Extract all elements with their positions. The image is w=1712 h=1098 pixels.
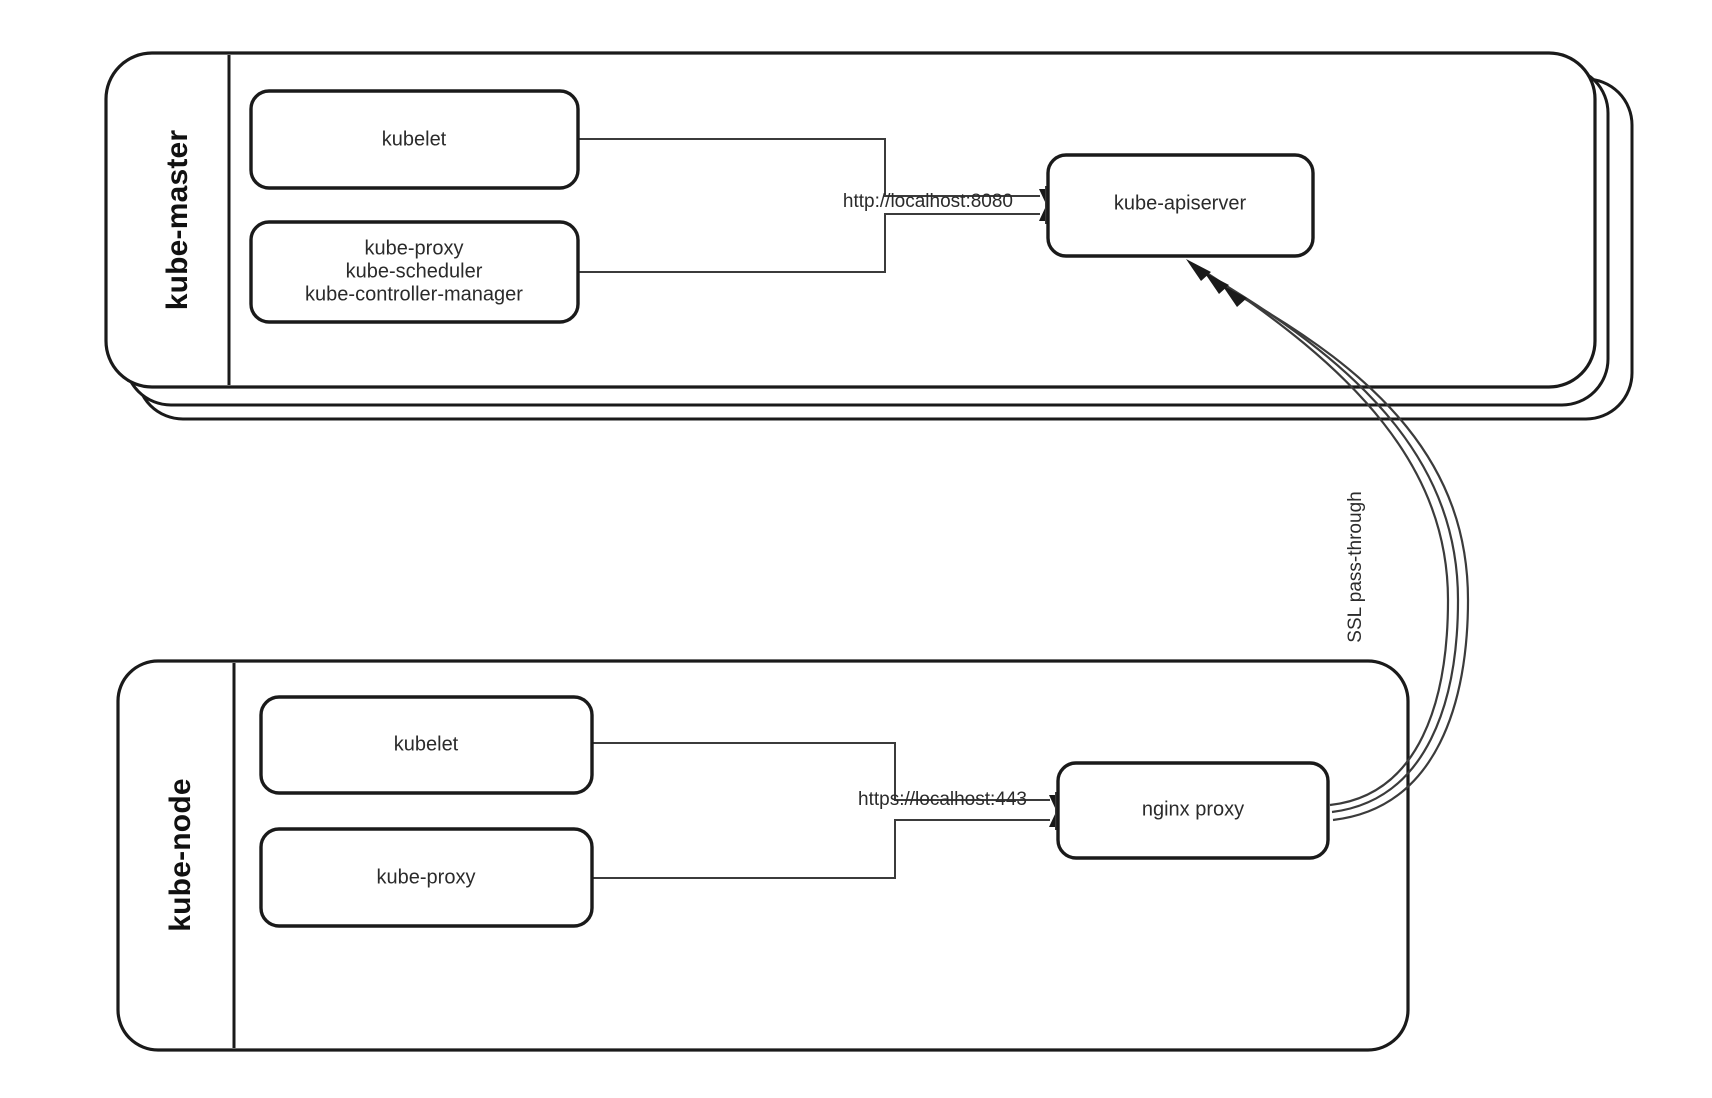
ssl-curve-3 (1230, 290, 1470, 822)
kube-apiserver-label: kube-apiserver (1114, 192, 1247, 214)
kube-node-title: kube-node (164, 778, 197, 931)
edge-node-kubeproxy-to-nginx (592, 819, 1050, 879)
kube-master-title: kube-master (161, 130, 194, 311)
label-https-endpoint: https://localhost:443 (858, 789, 1027, 810)
component-node-kubelet[interactable]: kubelet (259, 695, 594, 795)
component-master-control-plane[interactable]: kube-proxy kube-scheduler kube-controlle… (249, 220, 580, 324)
connection-node-internal: https://localhost:443 (592, 742, 1063, 879)
arrowhead-ssl-1 (1186, 259, 1211, 281)
kube-apiserver-box (1046, 153, 1315, 258)
arrowhead-ssl-3 (1222, 285, 1247, 307)
edge-node-kubelet-to-nginx (592, 742, 1050, 801)
node-kube-proxy-box (259, 827, 594, 928)
connection-ssl-passthrough: SSL pass-through (1186, 259, 1470, 822)
node-kubelet-box (259, 695, 594, 795)
master-kubelet-label: kubelet (382, 128, 447, 150)
edge-master-controlplane-to-apiserver (578, 213, 1040, 273)
connection-master-internal: http://localhost:8080 (578, 138, 1053, 273)
master-control-plane-box (249, 220, 580, 324)
arrowhead-ssl-2 (1204, 272, 1229, 294)
component-kube-apiserver[interactable]: kube-apiserver (1046, 153, 1315, 258)
label-http-endpoint: http://localhost:8080 (843, 191, 1013, 212)
ssl-curve-1 (1195, 265, 1450, 807)
component-master-kubelet[interactable]: kubelet (249, 89, 580, 190)
edge-master-kubelet-to-apiserver (578, 138, 1040, 197)
nginx-proxy-label: nginx proxy (1142, 798, 1244, 820)
component-node-kube-proxy[interactable]: kube-proxy (259, 827, 594, 928)
master-kubelet-box (249, 89, 580, 190)
node-kube-proxy-label: kube-proxy (377, 866, 476, 888)
ssl-curve-2 (1212, 277, 1460, 814)
master-control-plane-label-line3: kube-controller-manager (305, 283, 523, 305)
node-kubelet-label: kubelet (394, 733, 459, 755)
master-control-plane-label-line1: kube-proxy (365, 237, 464, 259)
master-control-plane-label-line2: kube-scheduler (346, 260, 483, 282)
component-nginx-proxy[interactable]: nginx proxy (1056, 761, 1330, 860)
nginx-proxy-box (1056, 761, 1330, 860)
label-ssl-passthrough: SSL pass-through (1345, 491, 1366, 642)
